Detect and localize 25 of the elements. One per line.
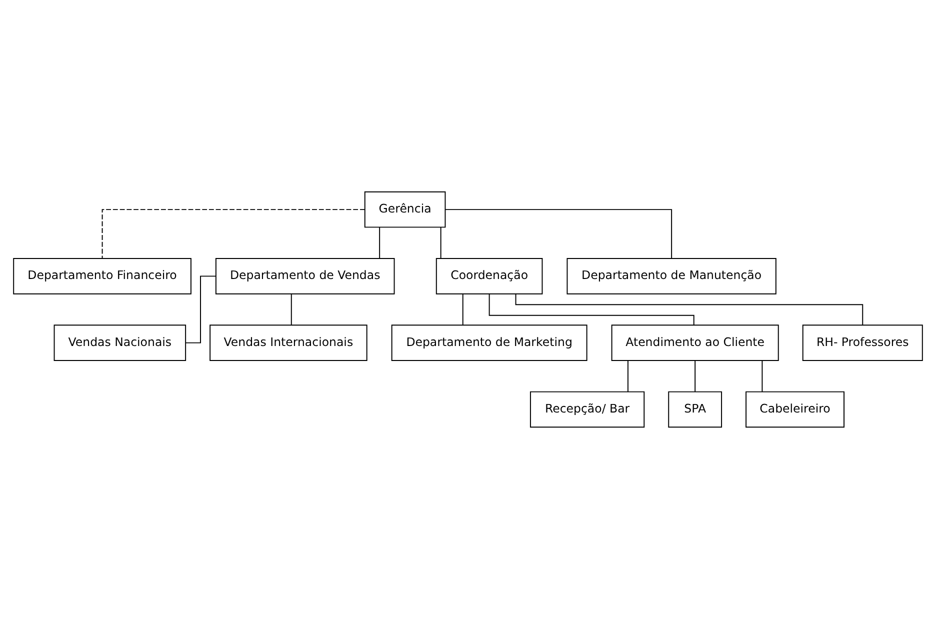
connector bbox=[185, 276, 216, 344]
connector bbox=[762, 360, 763, 392]
node-box: Vendas Nacionais bbox=[54, 324, 186, 361]
node-box: Cabeleireiro bbox=[746, 391, 844, 428]
connector bbox=[290, 294, 292, 326]
node-box: SPA bbox=[668, 391, 722, 428]
node-box: RH- Professores bbox=[802, 324, 923, 361]
connector bbox=[694, 360, 696, 392]
connector bbox=[102, 209, 366, 259]
connector bbox=[440, 226, 442, 259]
node-box: Departamento Financeiro bbox=[13, 258, 192, 294]
node-box: Departamento de Marketing bbox=[391, 324, 588, 361]
node-box: Atendimento ao Cliente bbox=[611, 324, 779, 361]
node-box: Recepção/ Bar bbox=[530, 391, 645, 428]
connector bbox=[379, 226, 380, 259]
connector bbox=[488, 293, 694, 326]
connector bbox=[444, 209, 672, 259]
connector bbox=[462, 294, 464, 326]
node-box: Gerência bbox=[364, 191, 446, 228]
connector bbox=[515, 294, 864, 326]
connector bbox=[627, 360, 628, 392]
node-box: Departamento de Vendas bbox=[215, 258, 395, 294]
node-box: Coordenação bbox=[436, 258, 543, 294]
node-box: Vendas Internacionais bbox=[210, 324, 368, 361]
node-box: Departamento de Manutenção bbox=[566, 258, 776, 294]
